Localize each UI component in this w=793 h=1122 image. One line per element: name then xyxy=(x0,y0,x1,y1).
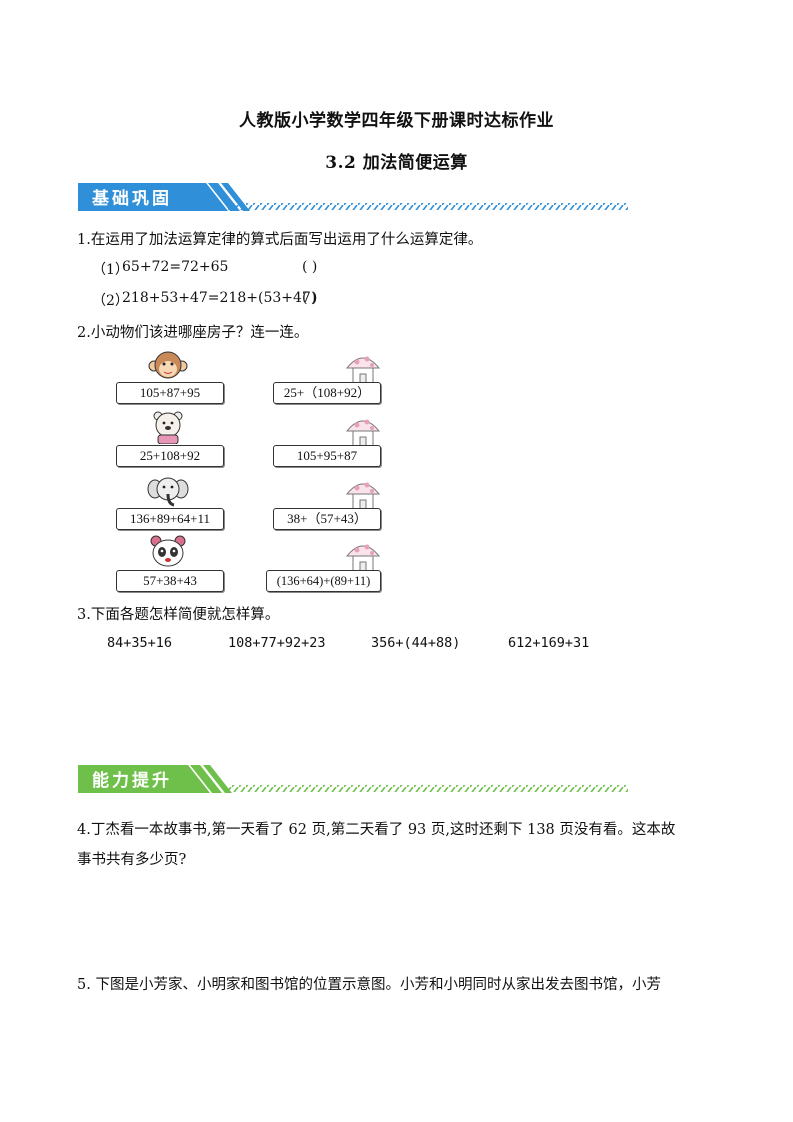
q1-item-1-label: （1） xyxy=(92,262,129,278)
question-5-text: 5. 下图是小芳家、小明家和图书馆的位置示意图。小芳和小明同时从家出发去图书馆，… xyxy=(77,977,661,993)
house-expression-4[interactable]: (136+64)+(89+11) xyxy=(266,570,381,592)
question-4-text: 4.丁杰看一本故事书,第一天看了 62 页,第二天看了 93 页,这时还剩下 1… xyxy=(77,815,717,875)
page-title: 人教版小学数学四年级下册课时达标作业 xyxy=(239,111,554,131)
lesson-subtitle: 3.2 加法简便运算 xyxy=(325,153,468,173)
calc-problem-1: 84+35+16 xyxy=(107,635,173,651)
section-banner-advanced: 能力提升 xyxy=(78,763,633,795)
panda-icon xyxy=(150,535,186,567)
house-icon xyxy=(345,544,381,572)
q1-item-1-answer-blank[interactable]: ( ) xyxy=(302,259,318,275)
section-banner-basic: 基础巩固 xyxy=(78,181,633,213)
animal-expression-4[interactable]: 57+38+43 xyxy=(116,570,224,592)
q1-item-2-label: （2） xyxy=(92,293,129,309)
banner-graphic xyxy=(78,183,628,211)
q1-item-1-expr: 65+72=72+65 xyxy=(122,259,229,275)
monkey-icon xyxy=(148,351,188,379)
bear-icon xyxy=(153,411,183,444)
q1-item-2-expr: 218+53+47=218+(53+47) xyxy=(122,290,317,306)
calc-problem-3: 356+(44+88) xyxy=(371,635,461,651)
question-4-line-2: 事书共有多少页? xyxy=(77,852,187,868)
house-icon xyxy=(345,356,381,384)
animal-expression-2[interactable]: 25+108+92 xyxy=(116,445,224,467)
question-3-text: 3.下面各题怎样简便就怎样算。 xyxy=(77,607,280,623)
house-icon xyxy=(345,419,381,447)
question-2-text: 2.小动物们该进哪座房子？连一连。 xyxy=(77,325,309,341)
calc-problem-2: 108+77+92+23 xyxy=(228,635,326,651)
question-4-line-1: 4.丁杰看一本故事书,第一天看了 62 页,第二天看了 93 页,这时还剩下 1… xyxy=(77,822,676,838)
section-title-basic: 基础巩固 xyxy=(92,189,172,209)
calc-problem-4: 612+169+31 xyxy=(508,635,590,651)
banner-graphic xyxy=(78,765,628,793)
animal-expression-3[interactable]: 136+89+64+11 xyxy=(116,508,224,530)
question-1-text: 1.在运用了加法运算定律的算式后面写出运用了什么运算定律。 xyxy=(77,232,483,248)
house-icon xyxy=(345,482,381,510)
house-expression-2[interactable]: 105+95+87 xyxy=(273,445,381,467)
animal-expression-1[interactable]: 105+87+95 xyxy=(116,382,224,404)
elephant-icon xyxy=(147,477,189,507)
q1-item-2-answer-blank[interactable]: ( ) xyxy=(302,290,318,306)
house-expression-1[interactable]: 25+（108+92） xyxy=(273,382,381,404)
house-expression-3[interactable]: 38+（57+43） xyxy=(273,508,381,530)
section-title-advanced: 能力提升 xyxy=(92,771,172,791)
